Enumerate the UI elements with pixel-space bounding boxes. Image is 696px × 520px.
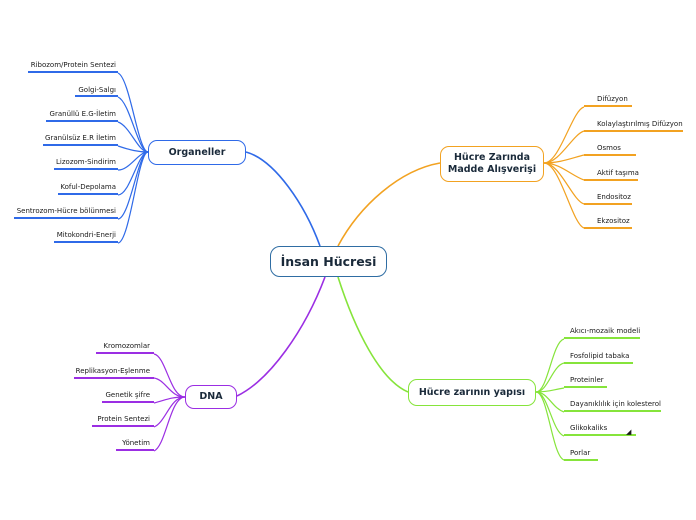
leaf-organeller-5[interactable]: Lizozom-Sindirim [56,158,116,166]
triangle-marker-icon: ◢ [626,428,632,436]
leaf-organeller-6[interactable]: Koful-Depolama [60,183,116,191]
yapi-leaf-connectors [535,338,565,461]
topic-madde-label-line1: Hücre Zarında [453,152,530,163]
topic-madde-label-line2: Madde Alışverişi [447,164,537,175]
center-node-insan-hucresi[interactable]: İnsan Hücresi [270,246,387,277]
leaf-yapi-2[interactable]: Fosfolipid tabaka [570,352,630,360]
leaf-yapi-1[interactable]: Akıcı-mozaik modeli [570,327,641,335]
leaf-madde-3[interactable]: Osmos [597,144,621,152]
leaf-madde-5[interactable]: Endositoz [597,193,631,201]
topic-dna[interactable]: DNA [185,385,237,409]
leaf-dna-5[interactable]: Yönetim [122,439,150,447]
connector-dna [236,276,326,397]
topic-organeller[interactable]: Organeller [148,140,246,165]
yapi-leaf-underlines [564,337,661,461]
organeller-leaf-connectors [117,72,149,244]
leaf-organeller-4[interactable]: Granülsüz E.R İletim [45,134,116,142]
leaf-yapi-3[interactable]: Proteinler [570,376,604,384]
topic-madde-label: Hücre Zarında Madde Alışverişi [448,152,536,176]
topic-yapi-label: Hücre zarının yapısı [418,386,526,398]
leaf-yapi-5[interactable]: Glikokaliks [570,424,608,432]
leaf-dna-1[interactable]: Kromozomlar [103,342,150,350]
leaf-madde-1[interactable]: Difüzyon [597,95,628,103]
dna-leaf-connectors [153,353,186,452]
topic-madde-alisverisi[interactable]: Hücre Zarında Madde Alışverişi [440,146,544,182]
leaf-dna-3[interactable]: Genetik şifre [105,391,150,399]
leaf-yapi-4[interactable]: Dayanıklılık için kolesterol [570,400,661,408]
leaf-organeller-1[interactable]: Ribozom/Protein Sentezi [30,61,116,69]
connector-yapi [337,276,409,393]
madde-leaf-underlines [584,105,683,229]
leaf-dna-4[interactable]: Protein Sentezi [97,415,150,423]
dna-leaf-underlines [74,352,154,451]
madde-leaf-connectors [543,106,585,229]
leaf-madde-4[interactable]: Aktif taşıma [597,169,639,177]
connector-organeller [245,151,321,247]
center-node-label: İnsan Hücresi [280,254,377,269]
topic-organeller-label: Organeller [168,146,226,158]
leaf-organeller-2[interactable]: Golgi-Salgı [78,86,116,94]
leaf-organeller-3[interactable]: Granüllü E.G-İletim [49,110,116,118]
connector-madde [337,162,441,247]
leaf-madde-2[interactable]: Kolaylaştırılmış Difüzyon [597,120,683,128]
organeller-leaf-underlines [14,71,118,243]
leaf-organeller-7[interactable]: Sentrozom-Hücre bölünmesi [16,207,116,215]
topic-hucre-zarinin-yapisi[interactable]: Hücre zarının yapısı [408,379,536,406]
leaf-organeller-8[interactable]: Mitokondri-Enerji [56,231,116,239]
topic-dna-label: DNA [199,391,223,402]
leaf-yapi-6[interactable]: Porlar [570,449,591,457]
leaf-madde-6[interactable]: Ekzositoz [597,217,630,225]
leaf-dna-2[interactable]: Replikasyon-Eşlenme [75,367,150,375]
